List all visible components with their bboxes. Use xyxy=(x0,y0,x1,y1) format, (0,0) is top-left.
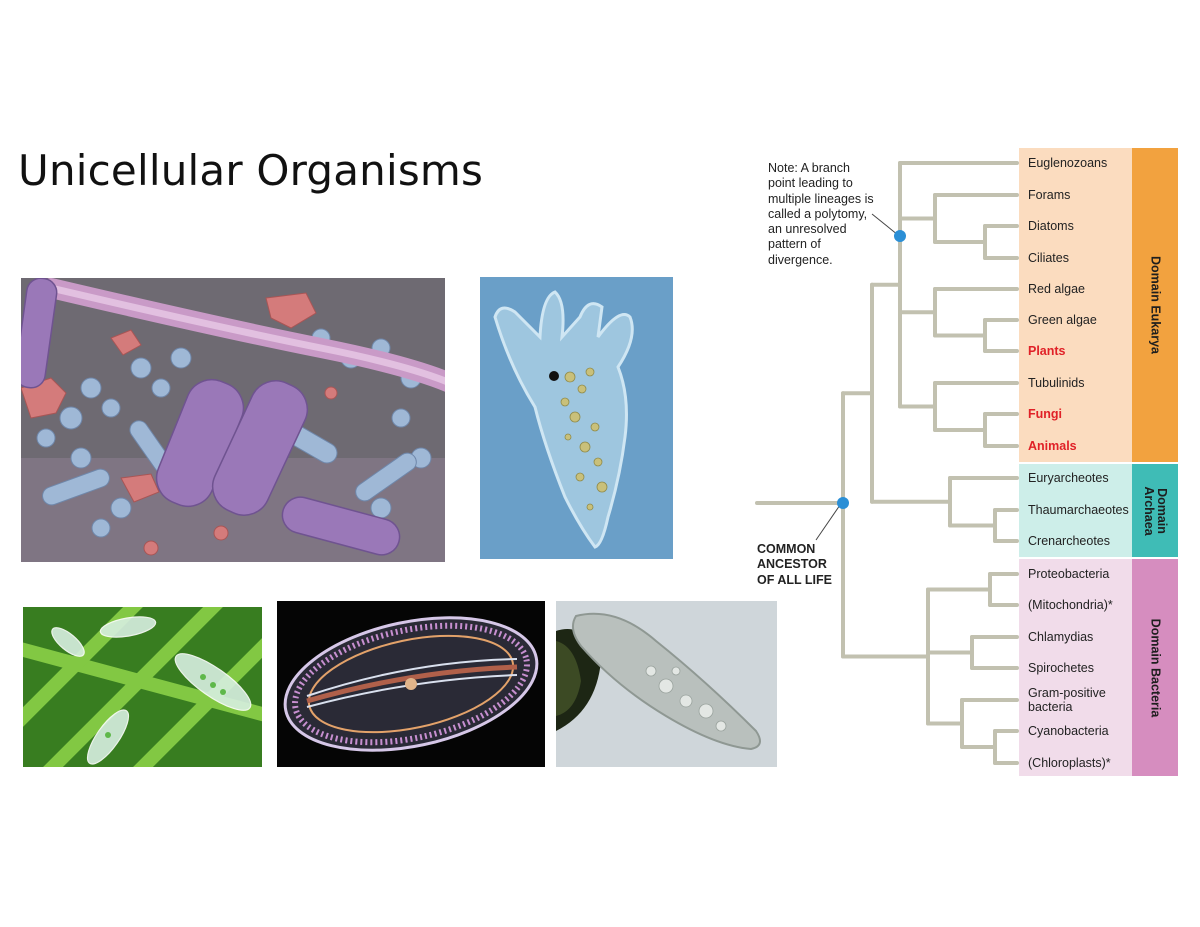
taxon-label: (Mitochondria)* xyxy=(1028,598,1113,612)
taxon-label: Red algae xyxy=(1028,282,1085,296)
archaea-band xyxy=(1019,464,1132,557)
polytomy-note: Note: A branch point leading to multiple… xyxy=(768,161,874,267)
domain-bacteria-label: Domain Bacteria xyxy=(1148,618,1163,717)
bacteria-micrograph-icon xyxy=(21,278,445,562)
taxon-label: Cyanobacteria xyxy=(1028,724,1109,738)
note-leader-line xyxy=(871,213,899,236)
taxon-label: Forams xyxy=(1028,188,1071,202)
taxon-label: Diatoms xyxy=(1028,219,1074,233)
eukarya-band xyxy=(1019,148,1132,462)
bacteria-sem-photo xyxy=(21,278,445,562)
bacteria-band xyxy=(1019,559,1132,776)
taxon-label: Tubulinids xyxy=(1028,376,1085,390)
taxon-label: Spirochetes xyxy=(1028,661,1095,675)
taxon-label: Gram-positive bacteria xyxy=(1028,686,1106,714)
euglena-photo xyxy=(23,607,262,767)
amoeba-micrograph-icon xyxy=(480,277,673,559)
taxon-label: Animals xyxy=(1028,439,1077,453)
taxon-label: Chlamydias xyxy=(1028,630,1094,644)
taxon-label: Euryarcheotes xyxy=(1028,471,1109,485)
domain-eukarya-label: Domain Eukarya xyxy=(1148,256,1163,354)
diatom-photo xyxy=(277,601,545,767)
paramecium-photo xyxy=(556,601,777,767)
taxon-label: Green algae xyxy=(1028,313,1097,327)
taxon-label: Crenarcheotes xyxy=(1028,534,1110,548)
taxon-label: Fungi xyxy=(1028,407,1063,421)
taxon-label: Euglenozoans xyxy=(1028,156,1108,170)
common-ancestor-label: COMMON ANCESTOR OF ALL LIFE xyxy=(757,542,832,587)
domain-archaea-tab: Domain Archaea xyxy=(1132,464,1178,557)
domain-bacteria-tab: Domain Bacteria xyxy=(1132,559,1178,776)
slide-title: Unicellular Organisms xyxy=(18,146,484,195)
taxon-label: Thaumarchaeotes xyxy=(1028,503,1129,517)
diatom-micrograph-icon xyxy=(277,601,545,767)
domain-archaea-label: Domain Archaea xyxy=(1142,485,1169,536)
taxon-label: Ciliates xyxy=(1028,251,1069,265)
euglena-illustration-icon xyxy=(23,607,262,767)
ancestor-leader-line xyxy=(815,504,841,541)
taxon-label: Plants xyxy=(1028,344,1066,358)
paramecium-micrograph-icon xyxy=(556,601,777,767)
phylogenetic-tree xyxy=(755,161,1019,765)
amoeba-photo xyxy=(480,277,673,559)
taxon-label: Proteobacteria xyxy=(1028,567,1110,581)
common-ancestor-node xyxy=(837,497,849,509)
polytomy-node xyxy=(894,230,906,242)
taxon-label: (Chloroplasts)* xyxy=(1028,756,1111,770)
domain-eukarya-tab: Domain Eukarya xyxy=(1132,148,1178,462)
